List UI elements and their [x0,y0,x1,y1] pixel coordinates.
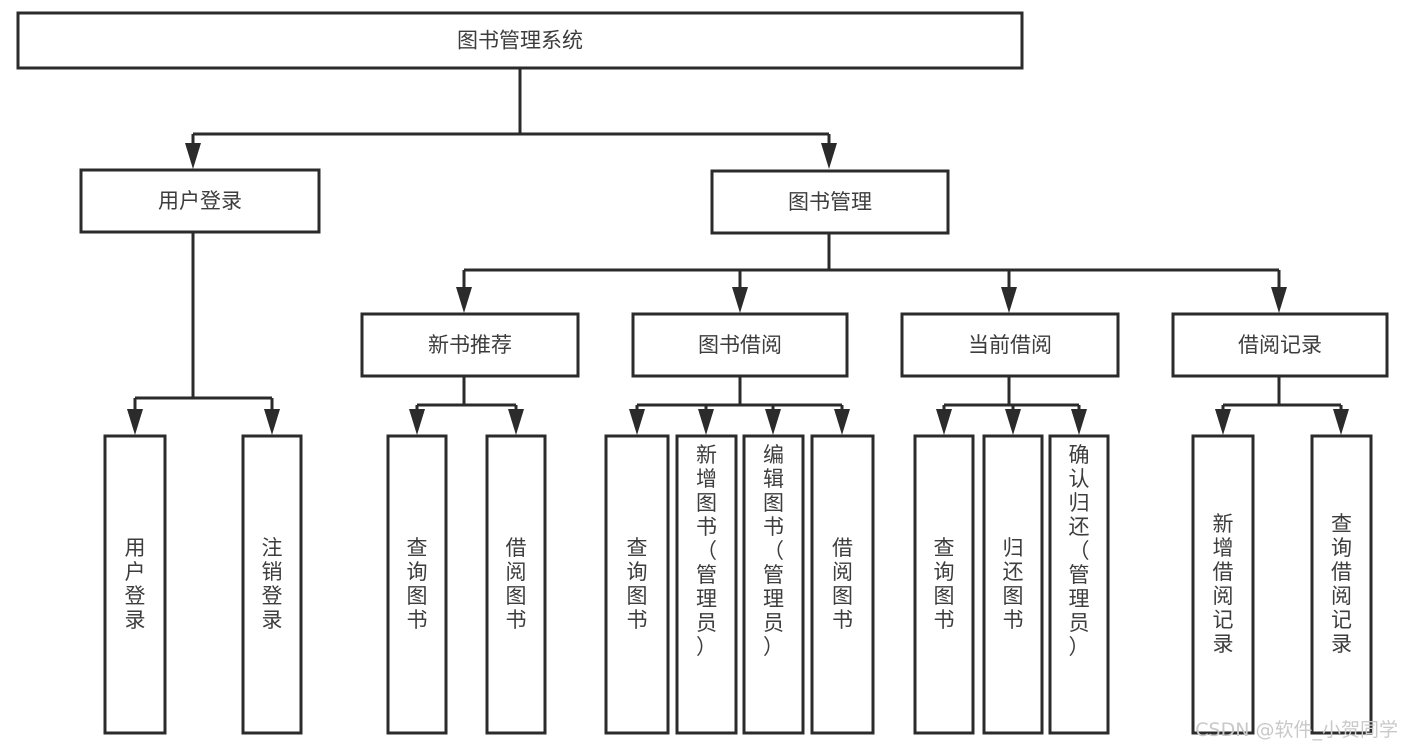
node-label: 用户登录 [158,189,242,213]
node-label: 查询借阅记录 [1331,512,1352,656]
csdn-watermark: CSDN @软件_小贺同学 [1195,719,1398,741]
connector-borrow-record-to-leaves [1215,376,1349,435]
node-leaf-user-logout[interactable]: 注销登录 [241,434,303,735]
node-leaf-add-book[interactable]: 新增图书（管理员） [675,434,738,735]
connector-root-to-level2 [185,68,837,169]
node-label: 编辑图书（管理员） [763,443,784,659]
node-label: 查询图书 [934,536,955,632]
node-leaf-query-book-2[interactable]: 查询图书 [604,434,670,735]
node-label: 当前借阅 [968,333,1052,357]
node-label: 新增图书（管理员） [696,443,717,659]
connector-new-book-rec-to-leaves [409,376,524,435]
connector-current-borrow-to-leaves [936,376,1087,435]
node-label: 借阅记录 [1238,333,1322,357]
node-label: 新增借阅记录 [1213,512,1234,656]
node-label: 借阅图书 [506,536,527,632]
node-borrow-record[interactable]: 借阅记录 [1171,312,1389,378]
node-leaf-confirm-return[interactable]: 确认归还（管理员） [1048,434,1110,735]
node-leaf-query-book-3[interactable]: 查询图书 [913,434,975,735]
node-layer: 图书管理系统用户登录图书管理新书推荐图书借阅当前借阅借阅记录用户登录注销登录查询… [16,11,1389,735]
connector-book-manage-to-level3 [456,233,1287,313]
node-leaf-add-record[interactable]: 新增借阅记录 [1191,434,1255,735]
node-label: 归还图书 [1003,536,1024,632]
node-leaf-query-record[interactable]: 查询借阅记录 [1310,434,1373,735]
node-leaf-borrow-book-1[interactable]: 借阅图书 [485,434,547,735]
node-label: 查询图书 [407,536,428,632]
connector-layer [127,68,1349,435]
node-current-borrow[interactable]: 当前借阅 [900,312,1120,378]
node-new-book-rec[interactable]: 新书推荐 [360,312,580,378]
connector-user-login-to-leaves [127,232,280,435]
node-leaf-return-book[interactable]: 归还图书 [982,434,1044,735]
node-leaf-edit-book[interactable]: 编辑图书（管理员） [742,434,805,735]
node-label: 查询图书 [627,536,648,632]
node-book-borrow[interactable]: 图书借阅 [631,312,849,378]
node-label: 图书管理 [788,190,872,214]
node-book-manage[interactable]: 图书管理 [710,169,950,235]
node-label: 确认归还（管理员） [1069,443,1090,659]
connector-book-borrow-to-leaves [629,376,850,435]
node-label: 新书推荐 [428,333,512,357]
node-root[interactable]: 图书管理系统 [16,11,1024,70]
node-user-login[interactable]: 用户登录 [79,168,321,234]
node-leaf-query-book-1[interactable]: 查询图书 [386,434,448,735]
node-label: 借阅图书 [832,536,853,632]
node-label: 图书管理系统 [457,29,583,53]
node-label: 用户登录 [125,536,146,632]
node-label: 注销登录 [262,536,283,632]
node-label: 图书借阅 [698,333,782,357]
node-leaf-user-login[interactable]: 用户登录 [103,434,167,735]
node-leaf-borrow-book-2[interactable]: 借阅图书 [810,434,875,735]
